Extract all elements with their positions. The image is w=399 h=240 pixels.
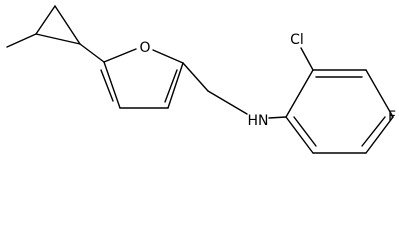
bond-nh-benzene <box>268 116 287 119</box>
fluorine-label: F <box>388 109 396 125</box>
bond-furan-c4-c5-inner <box>100 69 114 102</box>
bonds <box>6 5 394 154</box>
molecule-structure: O HN Cl F <box>6 5 396 154</box>
bond-furan-c5-o <box>103 48 137 63</box>
bond-benzene-1 <box>285 69 314 118</box>
bond-benzene-4 <box>365 116 394 154</box>
bond-cyclopropyl-2 <box>54 5 81 45</box>
chlorine-label: Cl <box>290 32 304 48</box>
bond-furan-ch2 <box>182 62 209 92</box>
bond-benzene-4-inner <box>361 116 386 147</box>
bond-cyclopropyl-furan <box>79 43 105 63</box>
bond-benzene-6 <box>285 116 314 154</box>
bond-furan-c2-c3-inner <box>164 69 178 103</box>
bond-benzene-3 <box>365 69 394 118</box>
oxygen-label: O <box>139 40 150 56</box>
bond-furan-c2-c3 <box>167 62 184 109</box>
atom-labels: O HN Cl F <box>139 32 396 129</box>
bond-benzene-cl <box>300 47 314 71</box>
amine-label: HN <box>248 113 269 129</box>
bond-furan-c4-c5 <box>103 61 121 109</box>
bond-methyl-cyclopropyl <box>6 33 37 48</box>
bond-furan-o-c2 <box>152 49 184 64</box>
bond-benzene-6-inner <box>293 116 317 147</box>
bond-ch2-nh <box>207 90 248 115</box>
bond-cyclopropyl-1 <box>35 5 56 35</box>
bond-cyclopropyl-3 <box>35 33 81 45</box>
